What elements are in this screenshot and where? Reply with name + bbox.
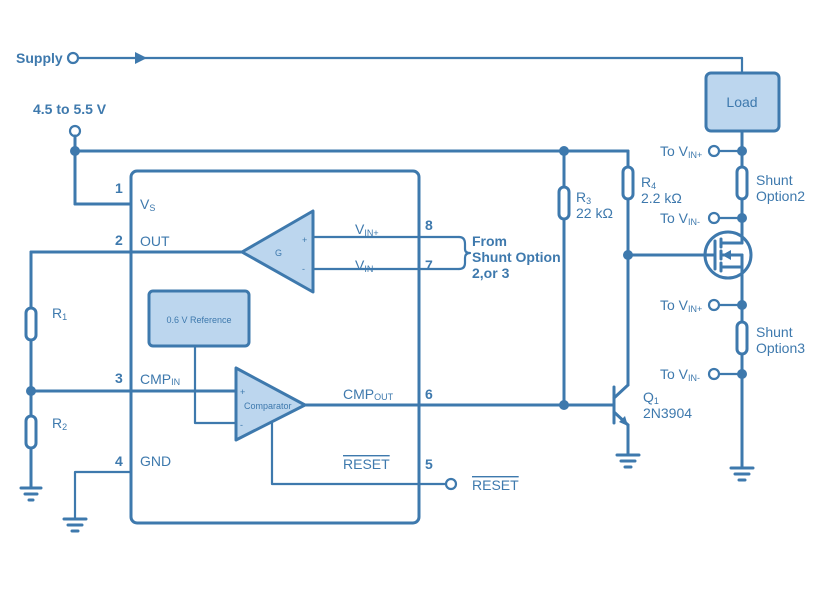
- svg-text:4: 4: [115, 453, 123, 469]
- pin-1: 1 VS: [115, 180, 155, 213]
- svg-text:VIN+: VIN+: [355, 221, 379, 238]
- to-vin-minus-terminal-2: To VIN-: [660, 366, 721, 383]
- ground-icon: [729, 466, 755, 482]
- svg-text:2: 2: [115, 232, 123, 248]
- svg-text:3: 3: [115, 370, 123, 386]
- pin-8: 8 VIN+: [355, 217, 433, 238]
- reset-output-label: RESET: [472, 477, 519, 493]
- pin-2: 2 OUT: [115, 232, 170, 249]
- svg-text:Comparator: Comparator: [244, 401, 292, 411]
- svg-text:+: +: [240, 387, 245, 397]
- comparator-wiring: [29, 344, 609, 486]
- to-vin-plus-terminal-2: To VIN+: [660, 297, 721, 314]
- shunt-option2-resistor: [735, 165, 749, 201]
- r3-r4-wiring: [562, 149, 707, 407]
- r3-label: R3: [576, 189, 591, 206]
- svg-text:7: 7: [425, 257, 433, 273]
- resistor-r2: [24, 414, 38, 450]
- supply-line: [76, 52, 744, 75]
- supply-terminal: [66, 51, 80, 65]
- r2-label: R2: [52, 415, 67, 432]
- svg-text:To VIN-: To VIN-: [660, 366, 700, 383]
- resistor-r4: [621, 165, 635, 201]
- to-vin-minus-terminal-1: To VIN-: [660, 210, 721, 227]
- r4-value: 2.2 kΩ: [641, 190, 682, 206]
- npn-transistor-icon: [605, 383, 630, 457]
- svg-text:To VIN+: To VIN+: [660, 143, 702, 160]
- ic-ground-wiring: [73, 470, 133, 521]
- svg-text:1: 1: [115, 180, 123, 196]
- svg-text:6: 6: [425, 386, 433, 402]
- svg-text:-: -: [240, 420, 243, 430]
- load-path-wiring: [717, 129, 747, 470]
- gain-amplifier: G + -: [240, 209, 315, 294]
- svg-text:RESET: RESET: [343, 456, 390, 472]
- svg-text:OUT: OUT: [140, 233, 170, 249]
- load-box: Load: [704, 71, 781, 133]
- supply-arrow-icon: [135, 52, 147, 64]
- shunt-bracket-icon: [457, 235, 472, 271]
- svg-text:GND: GND: [140, 453, 171, 469]
- r3-value: 22 kΩ: [576, 205, 613, 221]
- comparator: Comparator + -: [234, 366, 307, 442]
- svg-text:To VIN-: To VIN-: [660, 210, 700, 227]
- resistor-r3: [557, 185, 571, 221]
- svg-text:-: -: [302, 264, 305, 274]
- svg-text:CMPIN: CMPIN: [140, 371, 180, 387]
- svg-text:G: G: [275, 248, 282, 258]
- supply-voltage-label: 4.5 to 5.5 V: [33, 101, 107, 117]
- pin-5: 5 RESET: [343, 456, 433, 472]
- vcc-rail: [70, 134, 630, 206]
- svg-text:0.6 V Reference: 0.6 V Reference: [166, 315, 231, 325]
- svg-text:CMPOUT: CMPOUT: [343, 386, 394, 402]
- divider-wiring: [26, 250, 36, 490]
- pin-6: 6 CMPOUT: [343, 386, 433, 402]
- ic-body: [129, 169, 421, 525]
- svg-text:+: +: [302, 235, 307, 245]
- shunt-option3-resistor: [735, 320, 749, 356]
- svg-text:5: 5: [425, 456, 433, 472]
- r4-label: R4: [641, 174, 656, 191]
- pin-4: 4 GND: [115, 453, 171, 469]
- svg-text:VS: VS: [140, 196, 155, 213]
- supply-label: Supply: [16, 50, 63, 66]
- to-vin-plus-terminal-1: To VIN+: [660, 143, 721, 160]
- svg-text:To VIN+: To VIN+: [660, 297, 702, 314]
- svg-text:Load: Load: [726, 94, 757, 110]
- ground-icon: [62, 517, 88, 533]
- ground-icon: [615, 453, 641, 469]
- resistor-r1: [24, 306, 38, 342]
- pin-3: 3 CMPIN: [115, 370, 180, 387]
- mosfet-icon: [703, 225, 753, 287]
- voltage-reference: 0.6 V Reference: [147, 289, 251, 348]
- from-shunt-label: From Shunt Option 2,or 3: [472, 233, 565, 281]
- svg-text:8: 8: [425, 217, 433, 233]
- ground-icon: [19, 486, 43, 502]
- q1-part: 2N3904: [643, 405, 692, 421]
- r1-label: R1: [52, 305, 67, 322]
- amp-wiring: [29, 235, 461, 271]
- reset-terminal: [444, 477, 458, 491]
- q1-label: Q1: [643, 389, 659, 406]
